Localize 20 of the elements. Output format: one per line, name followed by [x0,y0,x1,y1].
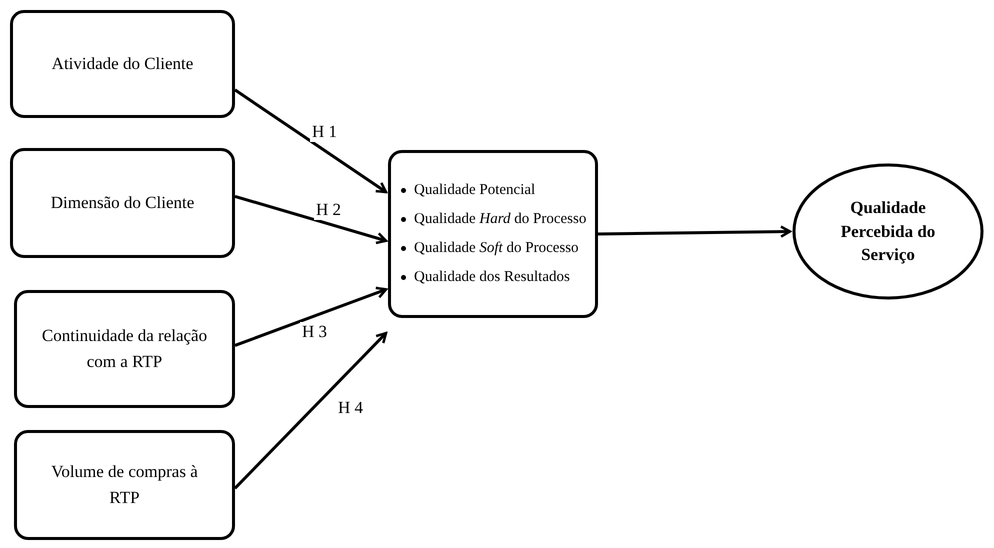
arrow [234,88,388,194]
arrow [598,225,792,238]
outcome-ellipse [792,163,984,300]
list-item: Qualidade dos Resultados [414,268,570,288]
process-box [10,10,235,118]
list-item: Qualidade Soft do Processo [414,239,579,258]
process-box [14,430,235,540]
process-box [10,148,235,258]
node-label: Qualidade Percebida do Serviço [840,196,936,266]
arrow [234,194,388,244]
node-label: Volume de compras à RTP [50,460,199,509]
arrow [234,286,388,347]
arrow [234,332,388,490]
process-box [388,150,598,318]
process-box [14,290,235,408]
list-item: Qualidade Potencial [414,180,536,200]
node-label: Atividade do Cliente [50,52,194,75]
node-label: Continuidade da relação com a RTP [40,324,208,373]
list-item: Qualidade Hard do Processo [414,210,586,229]
node-label: Dimensão do Cliente [50,192,196,214]
